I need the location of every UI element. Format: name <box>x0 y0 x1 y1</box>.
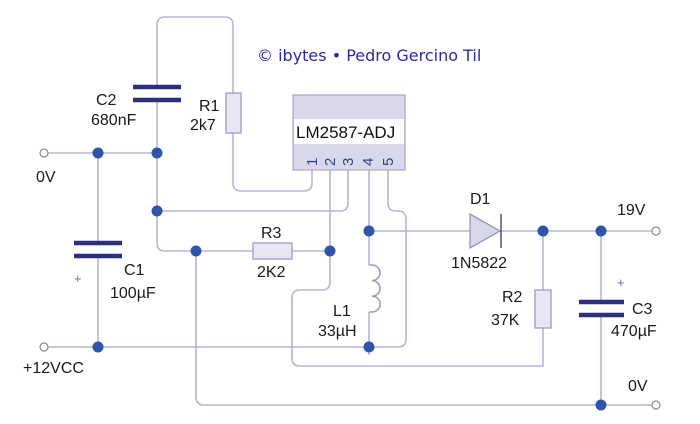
ic-pin-5: 5 <box>380 158 397 166</box>
terminal-12v-in[interactable] <box>39 342 49 352</box>
inductor-l1 <box>369 264 381 313</box>
capacitor-c2 <box>133 84 181 103</box>
resistor-r1 <box>225 92 242 134</box>
diode-d1 <box>469 212 502 250</box>
wire-pin5 <box>369 170 407 348</box>
r1-ref: R1 <box>199 98 220 115</box>
capacitor-c3 <box>579 299 624 318</box>
capacitor-c1 <box>74 240 122 259</box>
junction <box>92 341 104 353</box>
terminal-0v-in[interactable] <box>39 148 49 158</box>
r2-ref: R2 <box>502 289 523 306</box>
label-0v-in: 0V <box>36 169 56 186</box>
junction <box>595 225 607 237</box>
terminal-19v-out[interactable] <box>651 226 661 236</box>
label-19v-out: 19V <box>617 202 646 219</box>
resistor-r2 <box>534 289 552 329</box>
wire-gnd-out <box>195 251 652 406</box>
ic-label: LM2587-ADJ <box>296 123 395 142</box>
d1-value: 1N5822 <box>451 255 507 272</box>
c3-ref: C3 <box>632 301 653 318</box>
junction <box>151 147 163 159</box>
c1-polarity: + <box>74 271 82 286</box>
ic-pin-4: 4 <box>360 158 377 166</box>
d1-ref: D1 <box>470 191 491 208</box>
label-12v-in: +12VCC <box>23 360 84 377</box>
l1-value: 33µH <box>318 323 357 340</box>
terminal-0v-out[interactable] <box>651 400 661 410</box>
junctions <box>92 147 607 411</box>
wire-r3-pin2 <box>292 170 331 252</box>
r2-value: 37K <box>491 312 520 329</box>
wire-r1-pin1 <box>232 133 313 192</box>
wires <box>48 16 652 406</box>
wire-c2-r1-top <box>156 16 234 93</box>
ic-pin-1: 1 <box>304 158 321 166</box>
c3-value: 470µF <box>611 323 657 340</box>
c2-value: 680nF <box>91 112 137 129</box>
junction <box>363 341 375 353</box>
junction <box>92 147 104 159</box>
wire-pin3 <box>157 170 349 212</box>
junction <box>595 399 607 411</box>
copyright-text: © ibytes • Pedro Gercino Til <box>257 46 481 65</box>
resistor-r3 <box>252 242 293 260</box>
ic-pin-3: 3 <box>340 158 357 166</box>
label-0v-out: 0V <box>628 378 648 395</box>
c1-ref: C1 <box>124 262 145 279</box>
r3-ref: R3 <box>261 225 282 242</box>
junction <box>324 245 336 257</box>
junction <box>190 245 202 257</box>
c2-ref: C2 <box>96 92 117 109</box>
junction <box>537 225 549 237</box>
junction <box>363 225 375 237</box>
junction <box>151 205 163 217</box>
c1-value: 100µF <box>110 285 156 302</box>
r1-value: 2k7 <box>190 117 216 134</box>
ic-lm2587 <box>292 94 406 171</box>
wire-fb-loop <box>291 251 544 367</box>
r3-value: 2K2 <box>257 264 286 281</box>
l1-ref: L1 <box>333 303 351 320</box>
wire-left-vertical <box>156 153 253 252</box>
c3-polarity: + <box>617 275 625 290</box>
ic-pin-2: 2 <box>322 158 339 166</box>
